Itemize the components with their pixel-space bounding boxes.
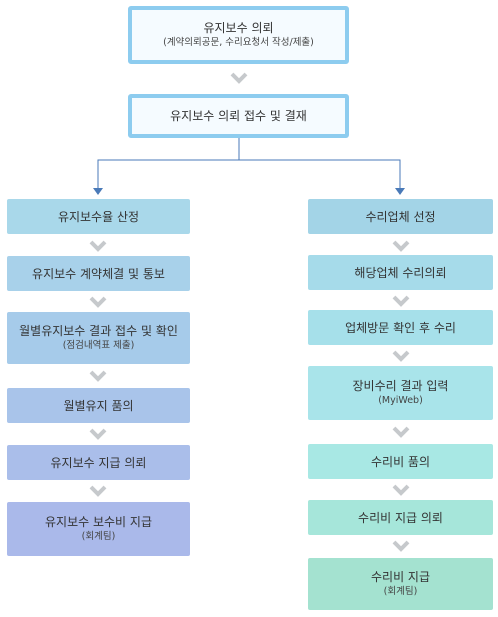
right-step-4: 장비수리 결과 입력 (MyiWeb) [308, 366, 493, 420]
request-title: 유지보수 의뢰 [203, 21, 274, 35]
right-step-6-title: 수리비 지급 의뢰 [358, 510, 443, 525]
right-step-2: 해당업체 수리의뢰 [308, 255, 493, 290]
approval-box: 유지보수 의뢰 접수 및 결재 [128, 94, 349, 138]
left-step-6-subtitle: (회계팀) [81, 531, 116, 542]
left-step-4: 월별유지 품의 [7, 388, 190, 423]
chevron-down-icon [230, 72, 248, 84]
right-step-7-subtitle: (회계팀) [383, 586, 418, 597]
right-step-6: 수리비 지급 의뢰 [308, 500, 493, 535]
chevron-down-icon [89, 296, 107, 308]
left-step-6-title: 유지보수 보수비 지급 [45, 515, 152, 529]
chevron-down-icon [89, 428, 107, 440]
arrow-head-right [395, 188, 405, 195]
right-step-4-subtitle: (MyiWeb) [378, 395, 423, 406]
request-box: 유지보수 의뢰 (계약의뢰공문, 수리요청서 작성/제출) [128, 6, 349, 64]
left-step-3: 월별유지보수 결과 접수 및 확인 (점검내역표 제출) [7, 312, 190, 364]
left-step-3-subtitle: (점검내역표 제출) [62, 340, 135, 351]
chevron-down-icon [89, 485, 107, 497]
chevron-down-icon [392, 295, 410, 307]
branch-connector [97, 138, 240, 191]
left-step-4-title: 월별유지 품의 [63, 398, 134, 413]
right-step-4-title: 장비수리 결과 입력 [352, 379, 449, 393]
right-step-3-title: 업체방문 확인 후 수리 [345, 320, 456, 335]
left-step-3-title: 월별유지보수 결과 접수 및 확인 [19, 324, 178, 338]
right-step-3: 업체방문 확인 후 수리 [308, 310, 493, 345]
left-step-5-title: 유지보수 지급 의뢰 [50, 455, 147, 470]
right-step-7-title: 수리비 지급 [370, 570, 430, 584]
chevron-down-icon [392, 540, 410, 552]
left-step-1-title: 유지보수율 산정 [57, 209, 140, 224]
chevron-down-icon [89, 240, 107, 252]
left-step-2-title: 유지보수 계약체결 및 통보 [32, 266, 165, 281]
left-step-2: 유지보수 계약체결 및 통보 [7, 256, 190, 291]
right-step-1-title: 수리업체 선정 [365, 209, 436, 224]
chevron-down-icon [392, 350, 410, 362]
chevron-down-icon [89, 370, 107, 382]
chevron-down-icon [392, 240, 410, 252]
right-step-5: 수리비 품의 [308, 444, 493, 479]
right-step-7: 수리비 지급 (회계팀) [308, 558, 493, 610]
request-subtitle: (계약의뢰공문, 수리요청서 작성/제출) [163, 37, 314, 48]
right-step-5-title: 수리비 품의 [370, 454, 430, 469]
chevron-down-icon [392, 426, 410, 438]
chevron-down-icon [392, 484, 410, 496]
left-step-6: 유지보수 보수비 지급 (회계팀) [7, 502, 190, 556]
right-step-2-title: 해당업체 수리의뢰 [354, 265, 447, 280]
approval-title: 유지보수 의뢰 접수 및 결재 [170, 109, 307, 123]
arrow-head-left [93, 188, 103, 195]
left-step-5: 유지보수 지급 의뢰 [7, 445, 190, 480]
left-step-1: 유지보수율 산정 [7, 199, 190, 234]
branch-connector-right [239, 159, 401, 191]
right-step-1: 수리업체 선정 [308, 199, 493, 234]
